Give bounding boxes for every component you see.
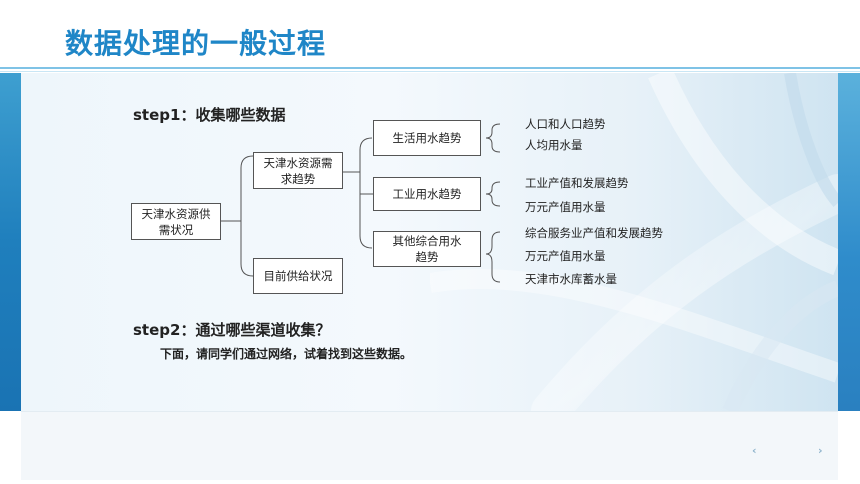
root-node: 天津水资源供需状况 (131, 203, 221, 240)
child-node-industrial-water: 工业用水趋势 (373, 177, 481, 211)
leaf-service-output: 综合服务业产值和发展趋势 (525, 226, 663, 240)
top-rule (0, 67, 860, 69)
step2-heading: step2：通过哪些渠道收集？ (133, 321, 331, 339)
leaf-reservoir-storage: 天津市水库蓄水量 (525, 272, 617, 286)
step2-note: 下面，请同学们通过网络，试着找到这些数据。 (160, 347, 413, 361)
branch-node-supply: 目前供给状况 (253, 258, 343, 294)
child-node-domestic-water: 生活用水趋势 (373, 120, 481, 156)
step1-heading: step1：收集哪些数据 (133, 106, 286, 124)
chevron-left-icon[interactable]: ‹ (752, 444, 757, 457)
decorative-tubes-graphic (430, 73, 838, 411)
top-rule-secondary (0, 71, 860, 72)
slide-footer (21, 411, 838, 480)
chevron-right-icon[interactable]: › (818, 444, 823, 457)
leaf-per-capita-water: 人均用水量 (525, 138, 583, 152)
slide-title: 数据处理的一般过程 (65, 27, 327, 60)
left-accent-band (0, 73, 21, 411)
leaf-population-trend: 人口和人口趋势 (525, 117, 606, 131)
child-node-other-water: 其他综合用水趋势 (373, 231, 481, 267)
right-accent-band (838, 73, 860, 411)
branch-node-demand: 天津水资源需求趋势 (253, 152, 343, 189)
leaf-water-per-output-2: 万元产值用水量 (525, 249, 606, 263)
leaf-industrial-output: 工业产值和发展趋势 (525, 176, 629, 190)
leaf-water-per-output: 万元产值用水量 (525, 200, 606, 214)
